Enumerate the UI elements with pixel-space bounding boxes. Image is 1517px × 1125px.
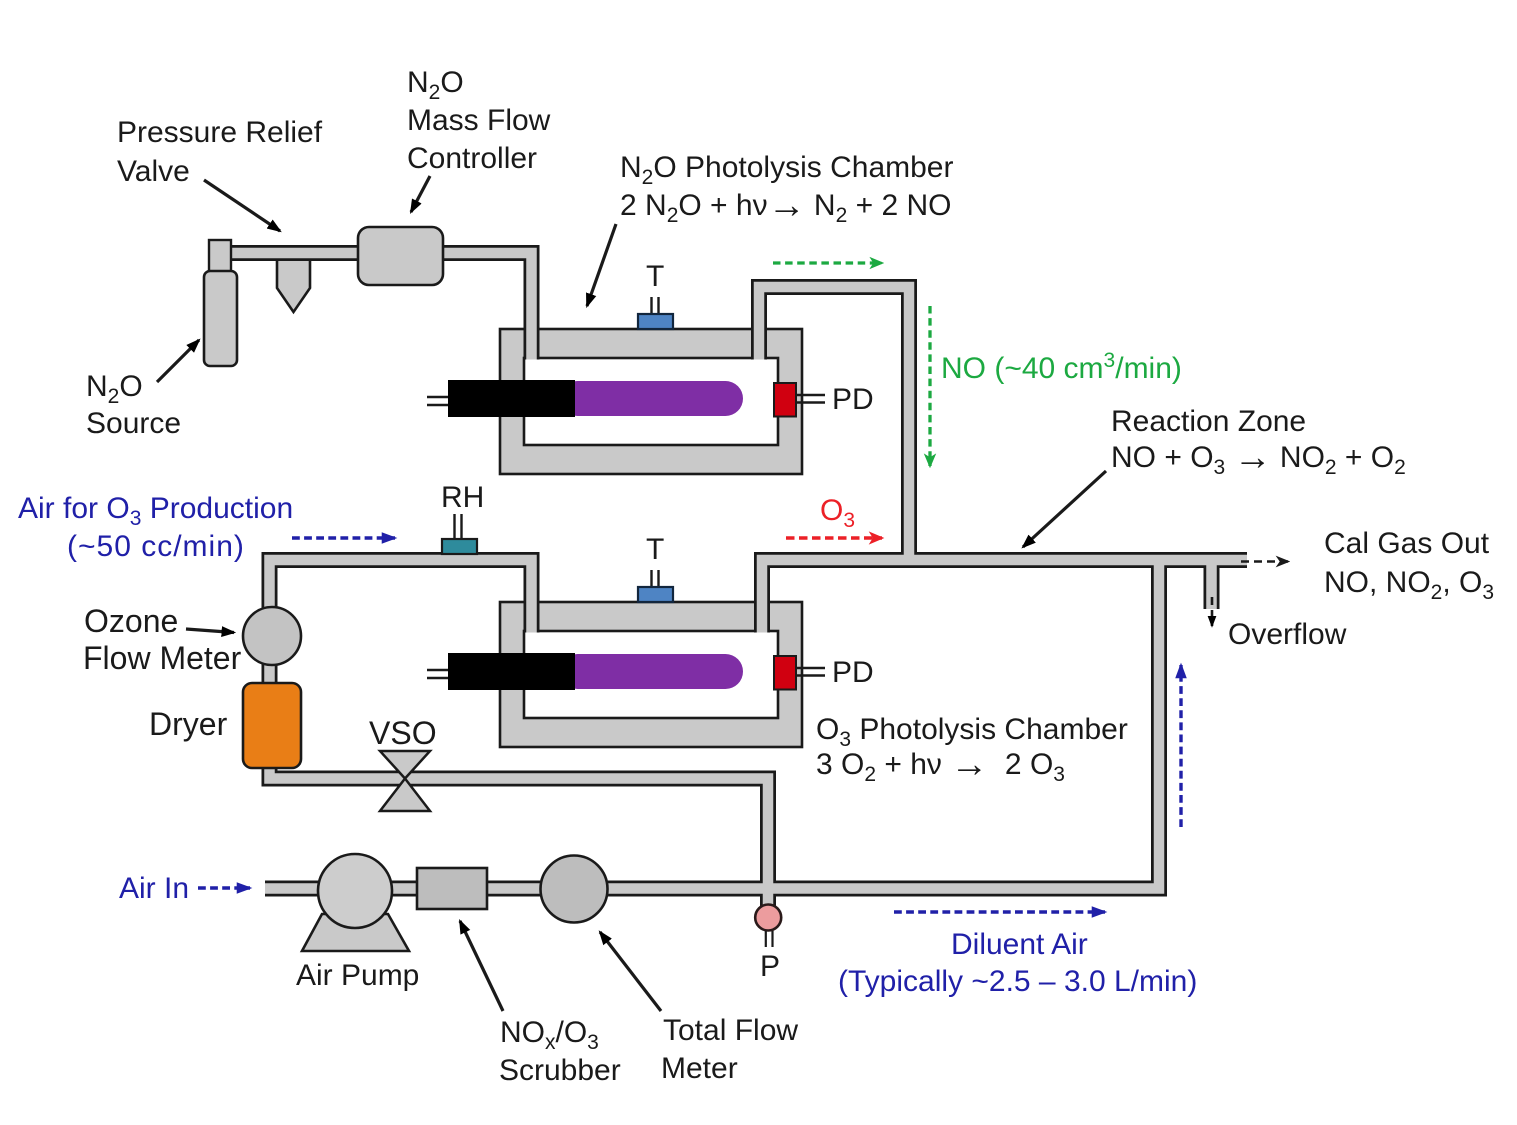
svg-text:NO, NO2, O3: NO, NO2, O3 xyxy=(1324,566,1494,604)
svg-text:Overflow: Overflow xyxy=(1228,618,1347,651)
svg-text:N2O Photolysis Chamber: N2O Photolysis Chamber xyxy=(620,151,953,189)
svg-text:Scrubber: Scrubber xyxy=(499,1054,621,1087)
svg-text:3 O2 + hν → 2 O3: 3 O2 + hν → 2 O3 xyxy=(816,744,1065,787)
svg-text:P: P xyxy=(760,950,780,983)
svg-text:Ozone: Ozone xyxy=(84,603,178,639)
svg-text:T: T xyxy=(646,533,664,566)
svg-text:NO (~40 cm3/min): NO (~40 cm3/min) xyxy=(941,349,1182,385)
svg-text:Air for O3 Production: Air for O3 Production xyxy=(18,492,293,530)
svg-text:O3 Photolysis Chamber: O3 Photolysis Chamber xyxy=(816,713,1128,751)
svg-text:NOx/O3: NOx/O3 xyxy=(500,1016,599,1054)
svg-text:Cal Gas Out: Cal Gas Out xyxy=(1324,527,1490,560)
svg-text:RH: RH xyxy=(441,481,484,514)
svg-text:Dryer: Dryer xyxy=(149,706,228,742)
svg-text:Meter: Meter xyxy=(661,1052,738,1085)
svg-text:NO + O3 → NO2 + O2: NO + O3 → NO2 + O2 xyxy=(1111,437,1406,480)
svg-text:Controller: Controller xyxy=(407,142,537,175)
svg-text:Pressure Relief: Pressure Relief xyxy=(117,116,323,149)
svg-text:(~50 cc/min): (~50 cc/min) xyxy=(67,530,245,563)
svg-text:Total Flow: Total Flow xyxy=(663,1014,798,1047)
svg-text:Flow Meter: Flow Meter xyxy=(83,640,242,676)
svg-text:VSO: VSO xyxy=(369,715,437,751)
svg-text:PD: PD xyxy=(832,656,874,689)
svg-text:(Typically ~2.5 – 3.0 L/min): (Typically ~2.5 – 3.0 L/min) xyxy=(838,965,1197,998)
svg-text:T: T xyxy=(646,260,664,293)
svg-text:Diluent Air: Diluent Air xyxy=(951,928,1088,961)
svg-text:N2O: N2O xyxy=(86,370,143,408)
svg-text:Valve: Valve xyxy=(117,155,190,188)
svg-text:Reaction Zone: Reaction Zone xyxy=(1111,405,1306,438)
svg-text:Air In: Air In xyxy=(119,872,189,905)
svg-text:Air Pump: Air Pump xyxy=(296,959,419,992)
svg-text:Source: Source xyxy=(86,407,181,440)
svg-text:PD: PD xyxy=(832,383,874,416)
svg-text:Mass Flow: Mass Flow xyxy=(407,104,551,137)
